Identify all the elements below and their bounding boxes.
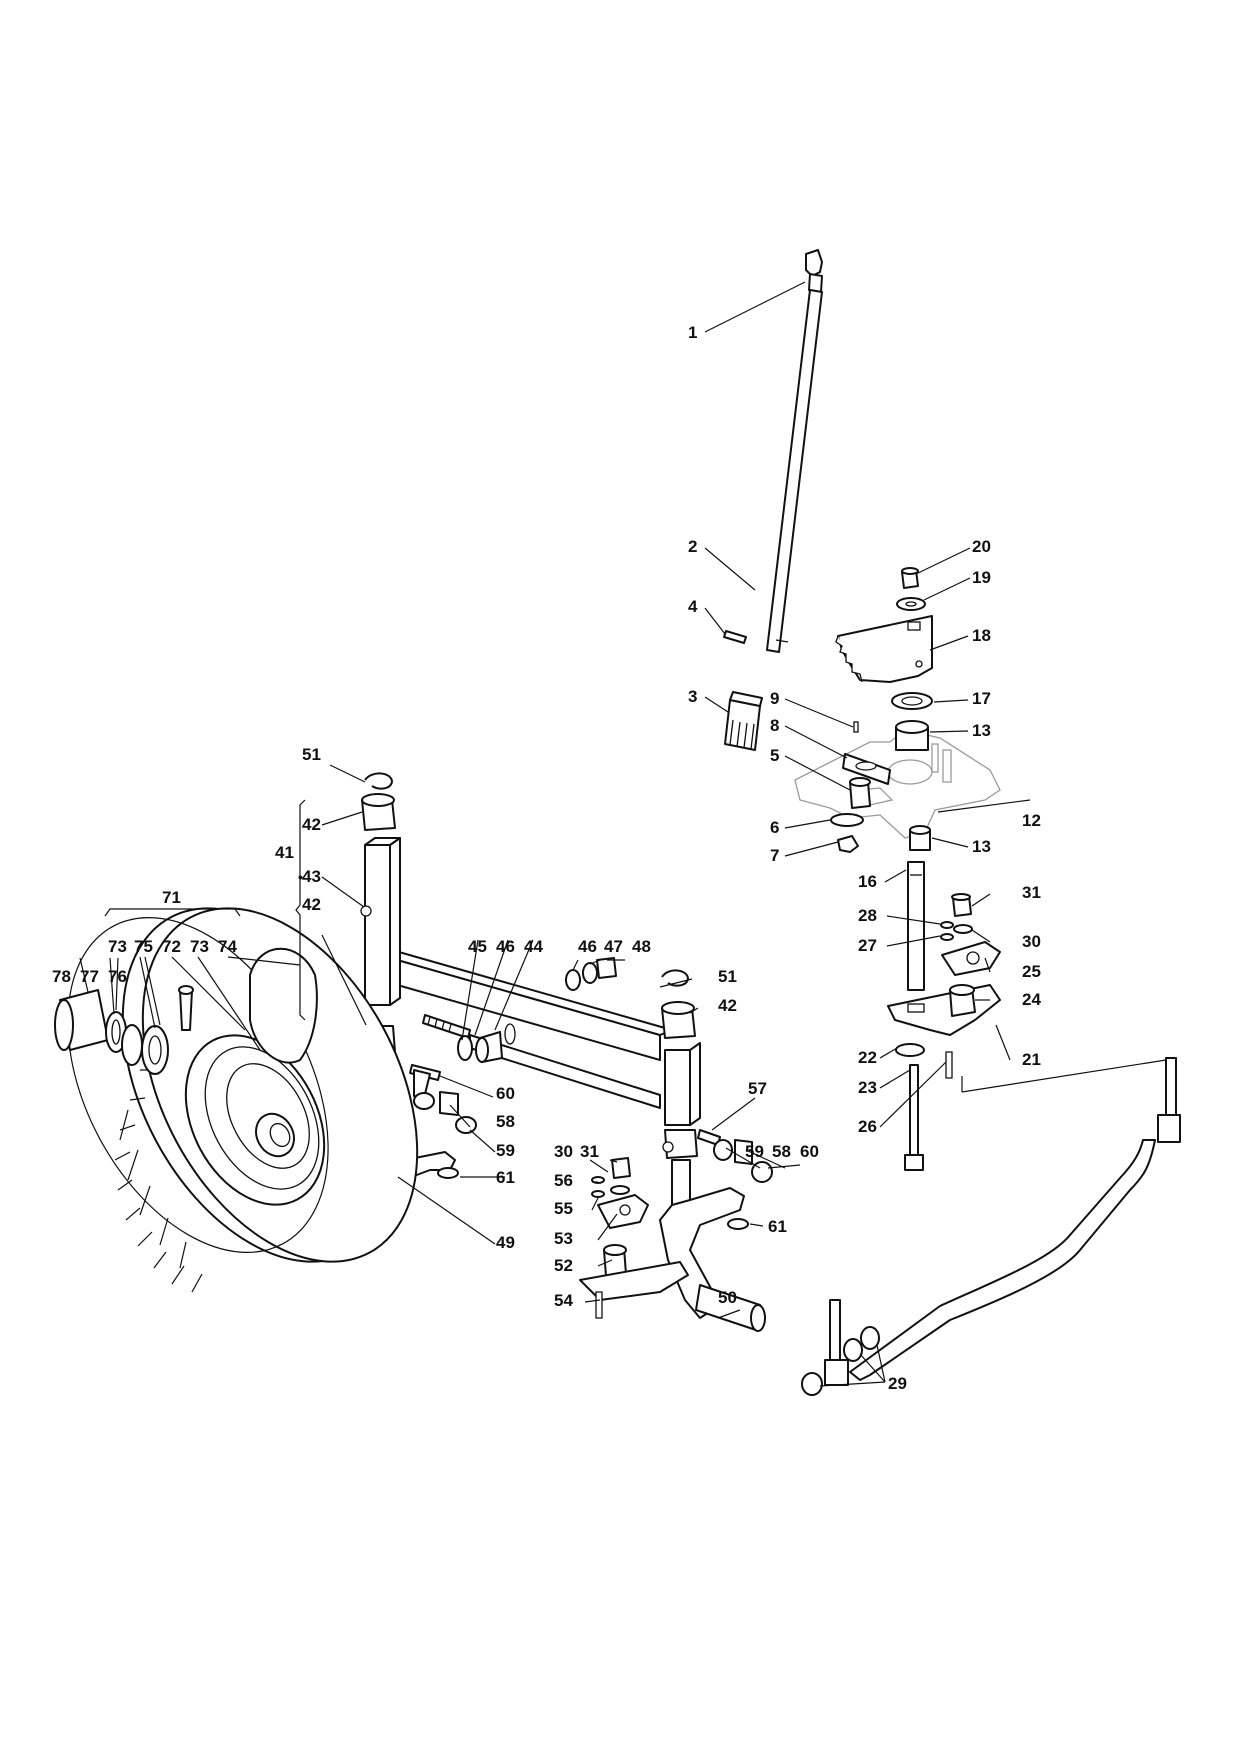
callout-24: 24 — [1022, 990, 1041, 1009]
callout-46-right: 46 — [578, 937, 597, 956]
callout-6: 6 — [770, 818, 779, 837]
pivot-bolt-group — [409, 957, 617, 1099]
callout-22: 22 — [858, 1048, 877, 1067]
callout-4: 4 — [688, 597, 698, 616]
wheel-bearings — [54, 989, 169, 1075]
callout-29: 29 — [888, 1374, 907, 1393]
tie-rod — [801, 1057, 1181, 1396]
callout-50: 50 — [718, 1288, 737, 1307]
callout-30-right: 30 — [1022, 932, 1041, 951]
callout-1: 1 — [688, 323, 697, 342]
callout-72: 72 — [162, 937, 181, 956]
callout-47: 47 — [604, 937, 623, 956]
callout-53: 53 — [554, 1229, 573, 1248]
steering-column — [723, 249, 823, 751]
callout-8: 8 — [770, 716, 779, 735]
callout-26: 26 — [858, 1117, 877, 1136]
callout-56: 56 — [554, 1171, 573, 1190]
right-spindle — [579, 1129, 773, 1332]
callout-55: 55 — [554, 1199, 573, 1218]
callout-18: 18 — [972, 626, 991, 645]
callout-59-left: 59 — [496, 1141, 515, 1160]
callout-31-right: 31 — [1022, 883, 1041, 902]
callout-3: 3 — [688, 687, 697, 706]
callout-52: 52 — [554, 1256, 573, 1275]
front-axle-frame — [360, 772, 701, 1211]
callout-61-left: 61 — [496, 1168, 515, 1187]
callout-13-upper: 13 — [972, 721, 991, 740]
leader-lines — [79, 281, 1167, 1387]
callout-12: 12 — [1022, 811, 1041, 830]
callout-74: 74 — [218, 937, 237, 956]
callout-71: 71 — [162, 888, 181, 907]
callout-78: 78 — [52, 967, 71, 986]
callout-76: 76 — [108, 967, 127, 986]
callout-labels: 1 2 4 3 20 19 18 17 9 8 13 5 12 6 7 13 1… — [52, 323, 1041, 1393]
callout-46-left: 46 — [496, 937, 515, 956]
callout-49: 49 — [496, 1233, 515, 1252]
callout-58-left: 58 — [496, 1112, 515, 1131]
callout-31-center: 31 — [580, 1142, 599, 1161]
steering-sector-assembly — [794, 567, 1001, 1171]
callout-19: 19 — [972, 568, 991, 587]
callout-58-right: 58 — [772, 1142, 791, 1161]
callout-30-center: 30 — [554, 1142, 573, 1161]
callout-42-bottom-left: 42 — [302, 895, 321, 914]
callout-77: 77 — [80, 967, 99, 986]
callout-9: 9 — [770, 689, 779, 708]
front-wheel — [67, 907, 419, 1293]
callout-51-left: 51 — [302, 745, 321, 764]
callout-28: 28 — [858, 906, 877, 925]
callout-42-right: 42 — [718, 996, 737, 1015]
callout-54: 54 — [554, 1291, 573, 1310]
callout-25: 25 — [1022, 962, 1041, 981]
callout-23: 23 — [858, 1078, 877, 1097]
callout-17: 17 — [972, 689, 991, 708]
callout-16: 16 — [858, 872, 877, 891]
bracket-marker: • — [298, 869, 303, 885]
callout-51-right: 51 — [718, 967, 737, 986]
callout-73-right: 73 — [190, 937, 209, 956]
callout-42-top-left: 42 — [302, 815, 321, 834]
callout-57: 57 — [748, 1079, 767, 1098]
callout-48: 48 — [632, 937, 651, 956]
callout-59-right: 59 — [745, 1142, 764, 1161]
callout-20: 20 — [972, 537, 991, 556]
callout-41: 41 — [275, 843, 294, 862]
callout-73-left: 73 — [108, 937, 127, 956]
callout-7: 7 — [770, 846, 779, 865]
callout-27: 27 — [858, 936, 877, 955]
callout-44: 44 — [524, 937, 543, 956]
callout-21: 21 — [1022, 1050, 1041, 1069]
callout-45: 45 — [468, 937, 487, 956]
callout-5: 5 — [770, 746, 779, 765]
callout-43: 43 — [302, 867, 321, 886]
callout-60-right: 60 — [800, 1142, 819, 1161]
callout-2: 2 — [688, 537, 697, 556]
callout-13-lower: 13 — [972, 837, 991, 856]
callout-60-left: 60 — [496, 1084, 515, 1103]
callout-75: 75 — [134, 937, 153, 956]
callout-61-right: 61 — [768, 1217, 787, 1236]
